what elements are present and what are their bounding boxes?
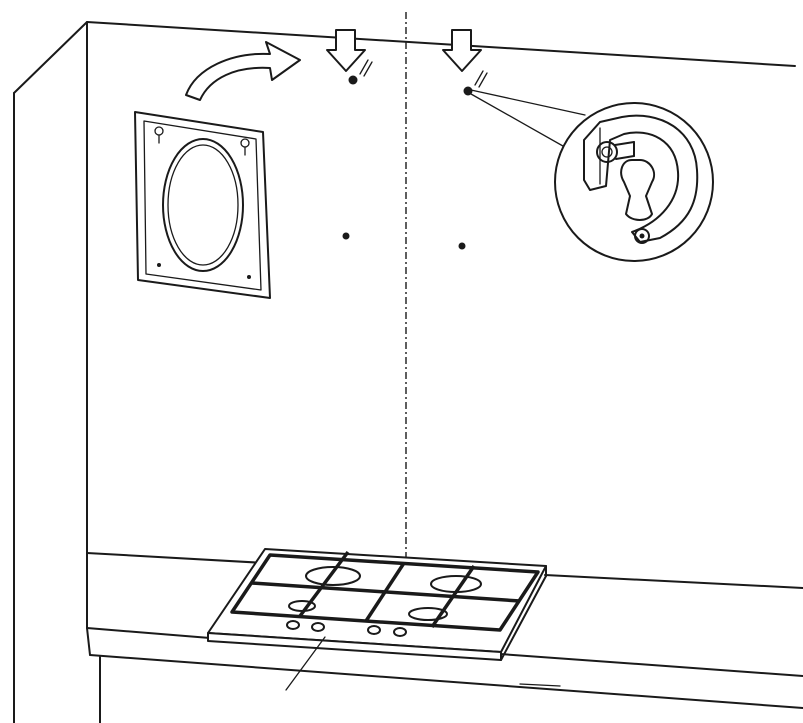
wall-screw [458,242,466,250]
gas-hob [207,548,547,661]
down-arrow-icon [326,29,366,72]
mounting-template [134,111,271,299]
leader-line [470,93,571,151]
wall [13,21,796,723]
bracket-detail-magnifier [554,102,714,262]
hob-center-line [285,636,326,691]
down-arrow-icon [442,29,482,72]
wall-screw [342,232,350,240]
wall-screw [348,59,373,85]
worktop [86,552,803,723]
rotate-arrow-icon [185,41,301,101]
wall-screw [463,70,488,96]
leader-line [470,89,586,116]
